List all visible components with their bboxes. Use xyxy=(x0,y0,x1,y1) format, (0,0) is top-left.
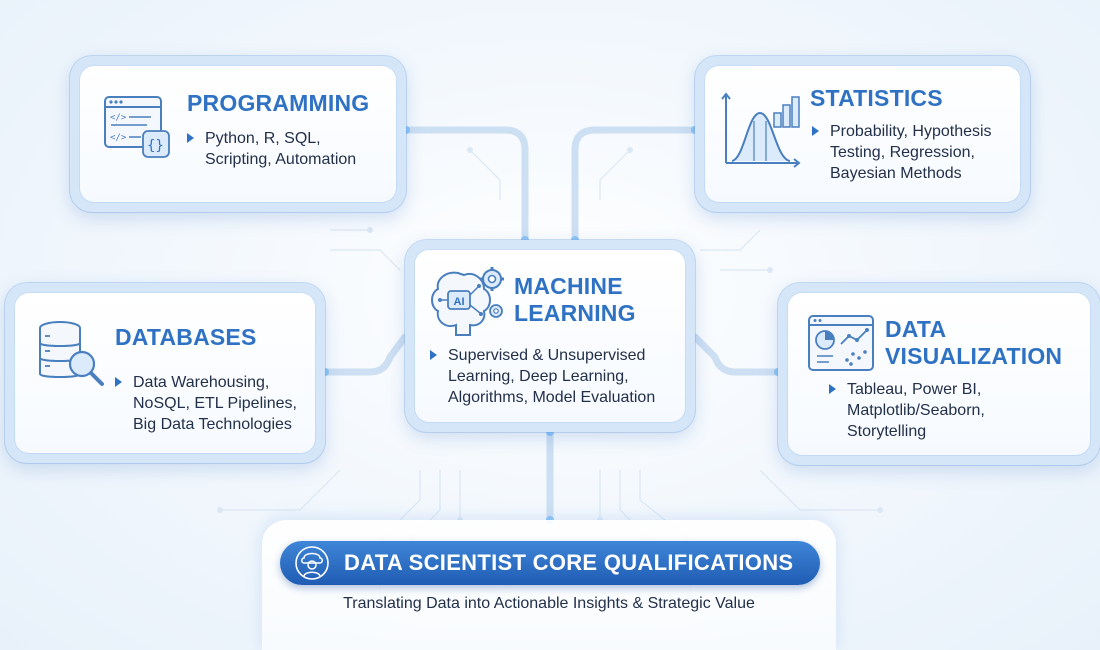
data-visualization-card: DATA VISUALIZATION Tableau, Power BI, Ma… xyxy=(778,283,1100,465)
bullet-arrow-icon xyxy=(430,350,437,360)
programming-card: </> </> {} PROGRAMMING Python, R, SQL, S… xyxy=(70,56,406,212)
data-visualization-title: DATA VISUALIZATION xyxy=(885,316,1063,369)
svg-text:{}: {} xyxy=(147,138,164,154)
bullet-arrow-icon xyxy=(187,133,194,143)
programming-bullet-text: Python, R, SQL, Scripting, Automation xyxy=(205,130,357,168)
banner-panel xyxy=(262,520,836,650)
banner-subtitle: Translating Data into Actionable Insight… xyxy=(343,595,755,612)
machine-learning-card-body: AI MACHINE LEARNING Supervised & Unsuper… xyxy=(414,249,686,423)
programming-bullet: Python, R, SQL, Scripting, Automation xyxy=(187,128,356,170)
data-visualization-bullet-text: Tableau, Power BI, Matplotlib/Seaborn, S… xyxy=(847,381,985,440)
database-search-icon xyxy=(39,321,104,386)
banner-pill: DATA SCIENTIST CORE QUALIFICATIONS xyxy=(280,541,820,585)
bullet-arrow-icon xyxy=(115,377,122,387)
data-visualization-card-body: DATA VISUALIZATION Tableau, Power BI, Ma… xyxy=(787,292,1091,456)
bullet-arrow-icon xyxy=(812,126,819,136)
svg-text:</>: </> xyxy=(110,113,127,123)
databases-bullet-text: Data Warehousing, NoSQL, ETL Pipelines, … xyxy=(133,374,297,433)
statistics-card-body: STATISTICS Probability, Hypothesis Testi… xyxy=(704,65,1021,203)
code-window-icon: </> </> {} xyxy=(104,96,170,158)
machine-learning-card: AI MACHINE LEARNING Supervised & Unsuper… xyxy=(405,240,695,432)
circuit-traces xyxy=(220,149,880,600)
bell-curve-chart-icon xyxy=(721,92,801,168)
connector-visualization-ml xyxy=(691,333,782,376)
connector-databases-ml xyxy=(321,333,409,376)
statistics-title: STATISTICS xyxy=(810,85,943,111)
databases-bullet: Data Warehousing, NoSQL, ETL Pipelines, … xyxy=(115,372,297,435)
svg-text:</>: </> xyxy=(110,133,127,143)
machine-learning-bullet-text: Supervised & Unsupervised Learning, Deep… xyxy=(448,347,656,406)
databases-title: DATABASES xyxy=(115,324,257,350)
data-visualization-bullet: Tableau, Power BI, Matplotlib/Seaborn, S… xyxy=(829,379,985,442)
programming-card-body: </> </> {} PROGRAMMING Python, R, SQL, S… xyxy=(79,65,397,203)
statistics-card: STATISTICS Probability, Hypothesis Testi… xyxy=(695,56,1030,212)
banner-title: DATA SCIENTIST CORE QUALIFICATIONS xyxy=(344,550,794,575)
connector-statistics-ml xyxy=(571,126,699,244)
machine-learning-bullet: Supervised & Unsupervised Learning, Deep… xyxy=(430,345,655,408)
bullet-arrow-icon xyxy=(829,384,836,394)
dashboard-chart-icon xyxy=(808,315,874,371)
connector-programming-ml xyxy=(402,126,529,244)
statistics-bullet: Probability, Hypothesis Testing, Regress… xyxy=(812,121,992,184)
connector-lines xyxy=(321,126,782,524)
machine-learning-title: MACHINE LEARNING xyxy=(514,273,636,326)
ai-brain-gear-icon: AI xyxy=(431,267,504,336)
databases-card-body: DATABASES Data Warehousing, NoSQL, ETL P… xyxy=(14,292,316,454)
programming-title: PROGRAMMING xyxy=(187,90,370,116)
databases-card: DATABASES Data Warehousing, NoSQL, ETL P… xyxy=(5,283,325,463)
data-scientist-avatar-icon xyxy=(295,546,329,580)
ai-icon-label: AI xyxy=(454,296,465,308)
statistics-bullet-text: Probability, Hypothesis Testing, Regress… xyxy=(830,123,992,182)
